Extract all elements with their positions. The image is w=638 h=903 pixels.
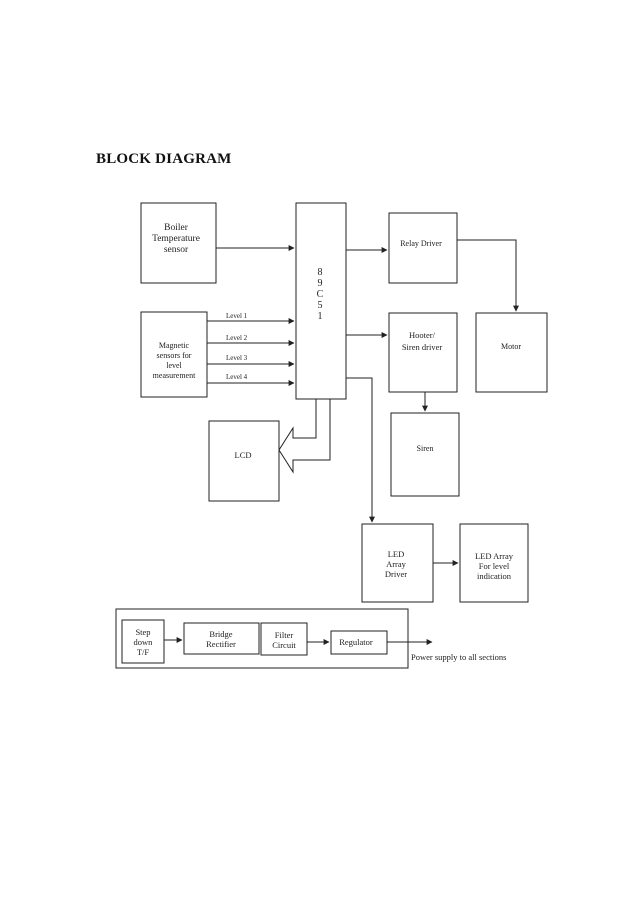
magnetic-sensors-label-line-1: Magnetic <box>159 341 190 350</box>
relay-driver-block <box>388 212 458 284</box>
hooter-driver-label-line-1: Hooter/ <box>409 330 436 340</box>
boiler-sensor-label-line-1: Boiler <box>164 223 189 233</box>
magnetic-sensors-block <box>140 311 208 398</box>
level-4-label-line-1: Level 4 <box>226 373 248 381</box>
filter-circuit-label-line-2: Circuit <box>272 640 296 650</box>
power-supply-frame <box>115 608 409 669</box>
led-driver-label-line-1: LED <box>388 549 405 559</box>
boiler-sensor-block <box>140 202 217 284</box>
filter-circuit-label-line-1: Filter <box>275 630 294 640</box>
bridge-rectifier-label-line-1: Bridge <box>209 629 232 639</box>
filter-circuit-block <box>260 622 308 656</box>
step-down-label-line-2: down <box>134 637 154 647</box>
microcontroller-block <box>295 202 347 400</box>
led-array-label-line-2: For level <box>479 561 510 571</box>
led-array-block <box>459 523 529 603</box>
led-driver-label-line-3: Driver <box>385 569 407 579</box>
led-array-label-line-3: indication <box>477 571 512 581</box>
relay-to-motor-arrow <box>457 239 519 312</box>
mcu-label-line-3: C <box>317 289 324 300</box>
lcd-block <box>208 420 280 502</box>
step-down-block <box>121 619 165 664</box>
page-title: BLOCK DIAGRAM <box>96 151 232 167</box>
magnetic-sensors-label-line-3: level <box>166 361 182 370</box>
mcu-label-line-1: 8 <box>318 267 323 278</box>
regulator-label-line-1: Regulator <box>339 637 373 647</box>
hooter-driver-label-line-2: Siren driver <box>402 342 443 352</box>
mcu-label-line-2: 9 <box>318 278 323 289</box>
mcu-to-lcd-bus-arrow <box>278 399 331 474</box>
hooter-driver-block <box>388 312 458 393</box>
magnetic-sensors-label-line-2: sensors for <box>157 351 192 360</box>
step-down-label-line-1: Step <box>135 627 150 637</box>
level-1-label-line-1: Level 1 <box>226 312 248 320</box>
magnetic-sensors-label-line-4: measurement <box>153 371 196 380</box>
motor-label-line-1: Motor <box>501 342 521 351</box>
power-supply-label-line-1: Power supply to all sections <box>411 652 506 662</box>
motor-block <box>475 312 548 393</box>
step-down-label-line-3: T/F <box>137 647 150 657</box>
level-3-label-line-1: Level 3 <box>226 354 248 362</box>
siren-block <box>390 412 460 497</box>
bridge-rectifier-block <box>183 622 260 655</box>
led-driver-label-line-2: Array <box>386 559 407 569</box>
boiler-sensor-label-line-2: Temperature <box>152 234 200 244</box>
bridge-rectifier-label-line-2: Rectifier <box>206 639 236 649</box>
relay-driver-label-line-1: Relay Driver <box>400 239 442 248</box>
level-2-label-line-1: Level 2 <box>226 334 248 342</box>
siren-label-line-1: Siren <box>417 444 434 453</box>
mcu-label-line-4: 5 <box>318 300 323 311</box>
lcd-label-line-1: LCD <box>235 450 252 460</box>
boiler-sensor-label-line-3: sensor <box>164 245 189 255</box>
mcu-label-line-5: 1 <box>318 311 323 322</box>
mcu-to-led-driver-arrow <box>346 377 375 523</box>
led-array-label-line-1: LED Array <box>475 551 514 561</box>
